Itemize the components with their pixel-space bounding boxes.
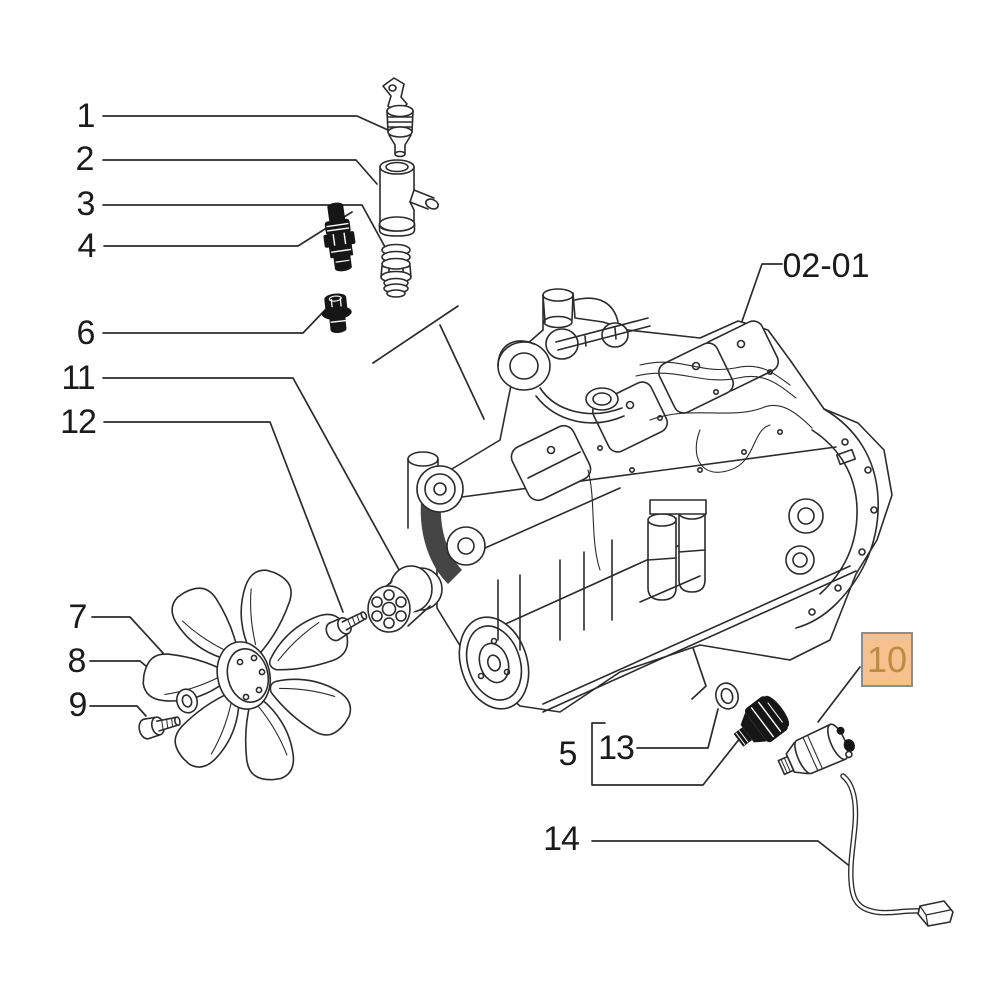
callout-13[interactable]: 13 — [598, 729, 635, 767]
leader-cross-b — [439, 324, 485, 420]
callout-5[interactable]: 5 — [558, 735, 578, 773]
leader-4 — [103, 211, 353, 247]
engine-illustration — [399, 288, 893, 713]
leader-2 — [102, 159, 378, 185]
leader-1 — [102, 115, 389, 131]
leader-cross-a — [372, 305, 459, 364]
part-1-temperature-sender — [382, 77, 414, 158]
callout-6[interactable]: 6 — [76, 314, 96, 352]
callout-ref-02-01[interactable]: 02-01 — [782, 247, 870, 285]
leader-ref-02-01 — [739, 263, 783, 328]
callout-3[interactable]: 3 — [76, 185, 96, 223]
part-5-pressure-switch — [733, 695, 790, 747]
leader-10 — [817, 666, 861, 723]
callout-8[interactable]: 8 — [67, 642, 87, 680]
part-9-bolt — [138, 716, 181, 740]
part-10-sender-unit — [777, 723, 855, 776]
callout-10-highlighted[interactable]: 10 — [861, 632, 913, 687]
part-2-outlet-fitting — [378, 159, 439, 237]
part-6-plug — [321, 293, 352, 334]
leader-9 — [89, 705, 147, 717]
callout-11[interactable]: 11 — [61, 359, 95, 397]
callout-4[interactable]: 4 — [77, 227, 97, 265]
leader-3 — [102, 204, 386, 248]
callout-12[interactable]: 12 — [60, 403, 97, 441]
part-13-seal-ring — [715, 682, 739, 710]
leader-14 — [591, 840, 853, 869]
leader-lines — [89, 115, 861, 869]
callout-14[interactable]: 14 — [543, 820, 580, 858]
part-12-bolt — [325, 611, 368, 642]
leader-12 — [103, 421, 344, 613]
leader-11 — [102, 377, 404, 578]
part-4-sensor-switch — [323, 202, 356, 272]
leader-7 — [91, 616, 164, 654]
part-8-washer — [175, 688, 199, 714]
callout-2[interactable]: 2 — [75, 140, 95, 178]
callout-9[interactable]: 9 — [68, 686, 88, 724]
callout-1[interactable]: 1 — [76, 97, 96, 135]
leader-6 — [102, 308, 327, 334]
part-3-hose-adapter — [380, 243, 412, 298]
part-14-cable — [840, 773, 954, 927]
part-11-fan-spacer — [367, 565, 433, 633]
leader-5-bracket — [591, 722, 749, 786]
leader-13 — [636, 708, 719, 749]
part-7-fan — [142, 569, 352, 781]
callout-7[interactable]: 7 — [68, 598, 88, 636]
